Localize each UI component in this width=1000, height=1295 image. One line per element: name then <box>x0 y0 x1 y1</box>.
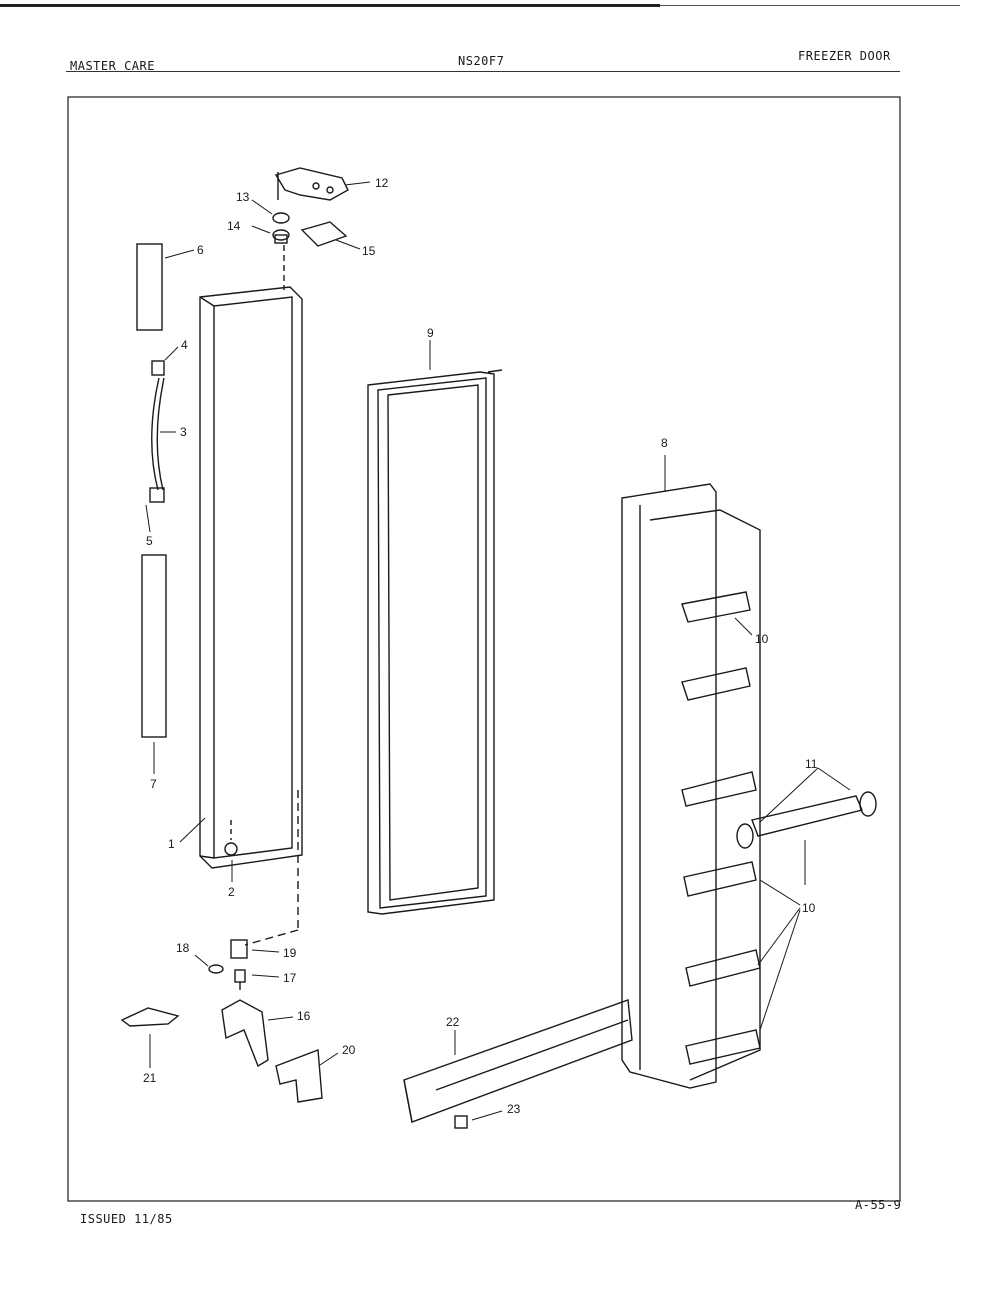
part-15-plate <box>300 221 348 247</box>
part-12-top-hinge <box>274 167 349 201</box>
callout-10-bottom: 10 <box>802 901 816 915</box>
callout-5: 5 <box>146 534 153 548</box>
callout-15: 15 <box>362 244 376 258</box>
callout-12: 12 <box>375 176 389 190</box>
callout-19: 19 <box>283 946 297 960</box>
callout-7: 7 <box>150 777 157 791</box>
diagram-frame <box>67 96 901 1202</box>
callout-10-top: 10 <box>755 632 769 646</box>
footer-left: ISSUED 11/85 <box>80 1212 173 1226</box>
part-17-pin <box>234 969 246 990</box>
callout-17: 17 <box>283 971 297 985</box>
part-9-gasket <box>367 371 495 915</box>
part-3-handle <box>149 360 165 503</box>
part-23-clip <box>454 1115 468 1129</box>
callout-4: 4 <box>181 338 188 352</box>
part-7-trim-strip <box>141 554 167 738</box>
part-2-plug <box>224 842 238 856</box>
part-14-bushing <box>272 229 290 244</box>
callout-13: 13 <box>236 190 250 204</box>
callout-22: 22 <box>446 1015 460 1029</box>
top-rule <box>0 4 660 7</box>
header-left: MASTER CARE <box>70 59 155 73</box>
callout-2: 2 <box>228 885 235 899</box>
part-18-washer <box>208 964 224 974</box>
callout-6: 6 <box>197 243 204 257</box>
part-13-washer <box>272 212 290 224</box>
callout-9: 9 <box>427 326 434 340</box>
callout-16: 16 <box>297 1009 311 1023</box>
callout-18: 18 <box>176 941 190 955</box>
callout-8: 8 <box>661 436 668 450</box>
part-21-bracket <box>120 1007 180 1027</box>
part-20-plate <box>275 1049 323 1103</box>
part-16-bottom-hinge <box>221 999 269 1068</box>
callout-21: 21 <box>143 1071 157 1085</box>
part-22-bottom-rail <box>403 999 633 1123</box>
top-rule-thin <box>660 5 960 6</box>
part-8-inner-liner <box>621 483 761 1089</box>
part-1-door-panel <box>199 286 303 869</box>
callout-14: 14 <box>227 219 241 233</box>
leader-lines <box>145 181 851 1121</box>
part-19-cylinder <box>230 939 248 959</box>
callout-3: 3 <box>180 425 187 439</box>
callout-1: 1 <box>168 837 175 851</box>
callout-20: 20 <box>342 1043 356 1057</box>
callout-labels: 1 2 3 4 5 6 7 8 9 10 10 11 12 13 14 15 1… <box>143 176 818 1116</box>
header-right: FREEZER DOOR <box>798 49 891 63</box>
part-6-trim-strip <box>136 243 163 331</box>
part-11-shelf-bar <box>736 791 877 849</box>
callout-11: 11 <box>805 757 818 771</box>
header-center: NS20F7 <box>458 54 505 68</box>
header-rule <box>66 71 900 72</box>
callout-23: 23 <box>507 1102 521 1116</box>
